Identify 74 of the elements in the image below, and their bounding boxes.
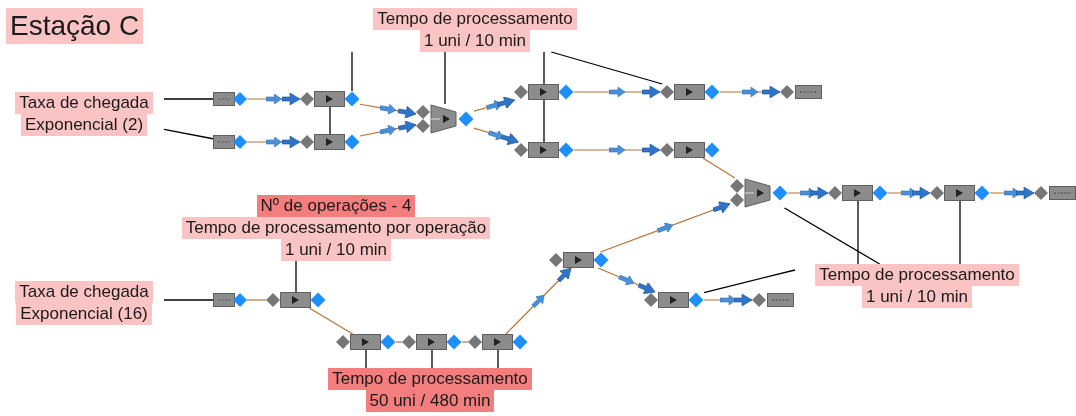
process-block — [514, 84, 574, 100]
conveyor-line — [787, 187, 829, 199]
leader-line — [365, 349, 367, 369]
leader-line — [329, 106, 331, 135]
callout-text: Nº de operações - 4 — [256, 195, 416, 217]
leader-line — [703, 269, 796, 294]
callout-text: Exponencial (2) — [20, 114, 148, 136]
callout-text: 50 uni / 480 min — [365, 390, 495, 412]
sink-block — [752, 292, 794, 308]
conveyor-line — [599, 201, 731, 253]
sink-block — [780, 84, 822, 100]
leader-line — [163, 299, 214, 301]
conveyor-line — [246, 299, 267, 301]
callout-text: Tempo de processamento por operação — [181, 217, 491, 239]
leader-line — [783, 207, 881, 265]
conveyor-line — [246, 93, 301, 105]
conveyor-line — [505, 267, 572, 335]
process-block — [402, 334, 462, 350]
leader-line — [163, 128, 214, 140]
process-block — [300, 91, 360, 107]
leader-line — [543, 99, 545, 143]
leader-line — [543, 51, 545, 85]
conveyor-line — [359, 121, 417, 137]
leader-line — [351, 51, 353, 92]
conveyor-line — [597, 267, 656, 294]
leader-line — [550, 51, 663, 85]
merge-station — [416, 104, 474, 134]
conveyor-line — [719, 86, 781, 98]
leader-line — [295, 260, 297, 293]
leader-line — [959, 200, 961, 265]
conveyor-line — [308, 307, 354, 335]
callout-text: Tempo de processamento — [328, 368, 532, 390]
process-block — [468, 334, 528, 350]
leader-line — [431, 349, 433, 369]
process-block — [644, 292, 704, 308]
conveyor-line — [887, 187, 931, 199]
callout-text: 1 uni / 10 min — [861, 286, 973, 308]
merge-station — [730, 178, 788, 208]
callout-text: Taxa de chegada — [15, 92, 153, 114]
sink-block — [1034, 185, 1076, 201]
process-block — [266, 292, 326, 308]
conveyor-line — [395, 341, 403, 343]
callout-text: Tempo de processamento — [815, 264, 1019, 286]
process-block — [660, 142, 720, 158]
process-block — [828, 185, 888, 201]
conveyor-line — [461, 341, 469, 343]
conveyor-line — [989, 187, 1035, 199]
conveyor-line — [573, 86, 661, 98]
conveyor-line — [703, 294, 753, 306]
source-block — [213, 91, 247, 107]
title: Estação C — [6, 8, 144, 44]
callout-text: Taxa de chegada — [15, 281, 153, 303]
source-block — [213, 292, 247, 308]
conveyor-line — [473, 96, 516, 112]
process-block — [660, 84, 720, 100]
process-block — [930, 185, 990, 201]
process-block — [300, 134, 360, 150]
callout-text: Exponencial (16) — [16, 303, 152, 325]
callout-text: 1 uni / 10 min — [419, 30, 531, 52]
conveyor-line — [702, 157, 736, 179]
source-block — [213, 134, 247, 150]
leader-line — [163, 98, 214, 100]
callout-text: 1 uni / 10 min — [280, 239, 392, 261]
conveyor-line — [359, 103, 417, 118]
conveyor-line — [573, 144, 661, 156]
conveyor-line — [246, 136, 301, 148]
conveyor-line — [473, 127, 520, 145]
process-block — [549, 252, 609, 268]
leader-line — [857, 200, 859, 265]
leader-line — [444, 51, 446, 105]
callout-text: Tempo de processamento — [373, 8, 577, 30]
leader-line — [497, 349, 499, 369]
process-block — [514, 142, 574, 158]
process-block — [336, 334, 396, 350]
